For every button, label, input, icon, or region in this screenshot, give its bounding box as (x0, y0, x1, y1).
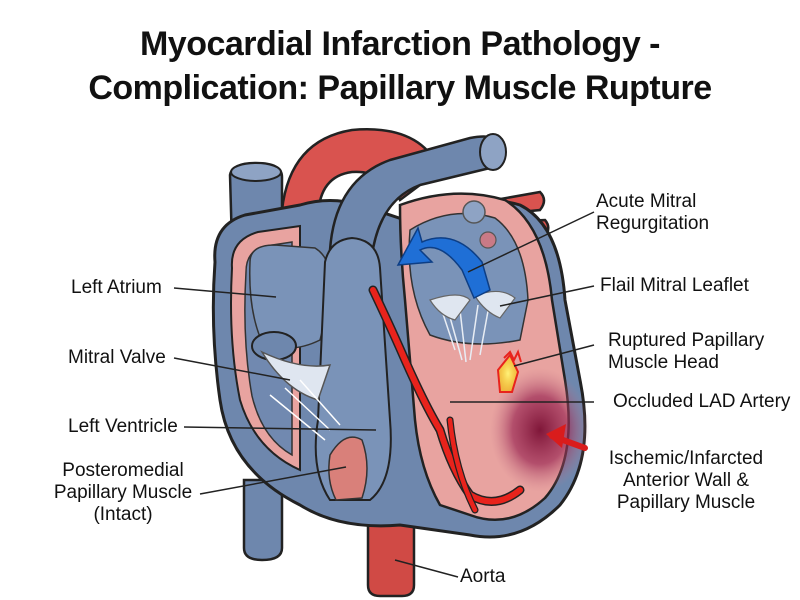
label-acute-mr-line-1: Acute Mitral (596, 191, 697, 212)
chordae-right (439, 299, 491, 363)
label-ischemic: Ischemic/Infarcted Anterior Wall & Papil… (598, 448, 774, 514)
mitral-valve-left (260, 350, 332, 401)
label-posteromedial-line-1: Posteromedial (62, 460, 184, 481)
title-line-2: Complication: Papillary Muscle Rupture (88, 69, 712, 107)
label-ischemic-line-2: Anterior Wall & (623, 470, 749, 491)
ischemic-arrow (546, 424, 588, 451)
aorta-descending (366, 503, 416, 598)
mitral-leaflets-right (429, 294, 471, 321)
infarct-region (490, 368, 590, 492)
diagram-title: Myocardial Infarction Pathology - Compli… (0, 22, 800, 110)
label-posteromedial: Posteromedial Papillary Muscle (Intact) (40, 460, 206, 526)
regurgitation-arrow (396, 226, 491, 300)
label-aorta: Aorta (460, 566, 506, 587)
vena-cava-inferior (242, 478, 284, 562)
label-mitral-valve: Mitral Valve (68, 347, 166, 368)
leader-lines (173, 211, 595, 578)
papillary-muscle-intact (328, 436, 368, 501)
label-ruptured-head-line-1: Ruptured Papillary (608, 330, 765, 351)
ruptured-papillary-head (496, 353, 520, 393)
title-line-1: Myocardial Infarction Pathology - (139, 25, 661, 63)
label-ischemic-line-1: Ischemic/Infarcted (608, 448, 764, 469)
label-acute-mr: Acute Mitral Regurgitation (596, 191, 709, 235)
label-left-atrium: Left Atrium (71, 277, 162, 298)
label-ischemic-line-3: Papillary Muscle (616, 492, 756, 513)
atrium-oval (251, 331, 297, 361)
label-posteromedial-line-2: Papillary Muscle (53, 482, 193, 503)
label-ruptured-head: Ruptured Papillary Muscle Head (608, 330, 764, 374)
label-left-ventricle: Left Ventricle (68, 416, 178, 437)
left-atrium-chamber (249, 244, 332, 349)
label-acute-mr-line-2: Regurgitation (596, 213, 710, 234)
label-posteromedial-line-3: (Intact) (93, 504, 153, 525)
label-flail-leaflet: Flail Mitral Leaflet (600, 275, 749, 296)
label-occluded-lad: Occluded LAD Artery (613, 391, 791, 412)
label-ruptured-head-line-2: Muscle Head (608, 352, 719, 373)
